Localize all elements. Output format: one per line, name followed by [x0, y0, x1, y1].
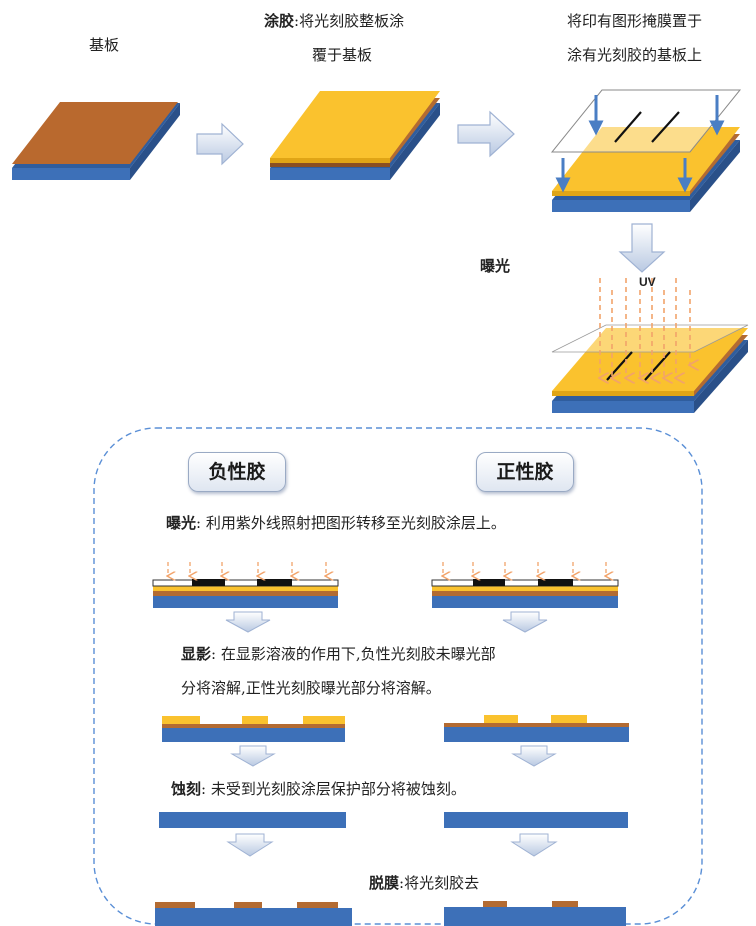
down-arrows-row1	[225, 611, 548, 633]
step2-caption: 涂胶:将光刻胶整板涂	[264, 10, 404, 32]
negative-uv-rays	[168, 562, 326, 576]
step3-caption-line2: 涂有光刻胶的基板上	[567, 46, 703, 64]
uv-label: UV	[639, 275, 656, 289]
uv-rays	[600, 278, 690, 378]
coating-text: :将光刻胶整板涂	[294, 12, 405, 30]
strip-title: 脱膜	[369, 874, 400, 892]
positive-develop-stack	[444, 715, 629, 742]
positive-etched-substrate	[444, 812, 628, 828]
exposure-substrate	[551, 324, 749, 413]
masked-substrate	[550, 89, 742, 212]
step3-caption-line1: 将印有图形掩膜置于	[567, 12, 703, 30]
right-arrow-2	[457, 110, 515, 158]
positive-resist-badge: 正性胶	[476, 452, 574, 492]
process-panel	[93, 427, 703, 925]
negative-stripped-stack	[155, 902, 352, 926]
substrate-plate	[12, 102, 180, 180]
coating-title: 涂胶	[264, 12, 295, 30]
strip-caption: 脱膜:将光刻胶去	[369, 872, 479, 894]
negative-exposure-stack	[152, 579, 339, 608]
negative-etched-substrate	[159, 812, 346, 828]
positive-exposure-stack	[431, 579, 619, 608]
down-arrows-row3	[226, 833, 558, 857]
positive-uv-rays	[443, 562, 606, 576]
expose-text: : 利用紫外线照射把图形转移至光刻胶涂层上。	[196, 514, 506, 532]
negative-develop-stack	[162, 716, 345, 742]
step1-label: 基板	[89, 36, 120, 54]
develop-caption-line2: 分将溶解,正性光刻胶曝光部分将溶解。	[181, 679, 441, 697]
positive-stripped-stack	[444, 901, 626, 926]
develop-text: : 在显影溶液的作用下,负性光刻胶未曝光部	[211, 645, 496, 663]
expose-title: 曝光	[166, 514, 197, 532]
exposure-title: 曝光	[480, 257, 511, 275]
step2-caption-line2: 覆于基板	[312, 46, 373, 64]
etch-caption: 蚀刻: 未受到光刻胶涂层保护部分将被蚀刻。	[171, 778, 466, 800]
negative-resist-badge: 负性胶	[188, 452, 286, 492]
coated-substrate	[270, 91, 440, 180]
expose-caption: 曝光: 利用紫外线照射把图形转移至光刻胶涂层上。	[166, 512, 506, 534]
develop-caption: 显影: 在显影溶液的作用下,负性光刻胶未曝光部	[181, 643, 496, 665]
etch-text: : 未受到光刻胶涂层保护部分将被蚀刻。	[201, 780, 466, 798]
right-arrow-1	[196, 122, 244, 166]
strip-text: :将光刻胶去	[399, 874, 480, 892]
develop-title: 显影	[181, 645, 212, 663]
down-arrow-exposure	[618, 223, 666, 273]
etch-title: 蚀刻	[171, 780, 202, 798]
down-arrows-row2	[230, 745, 557, 767]
